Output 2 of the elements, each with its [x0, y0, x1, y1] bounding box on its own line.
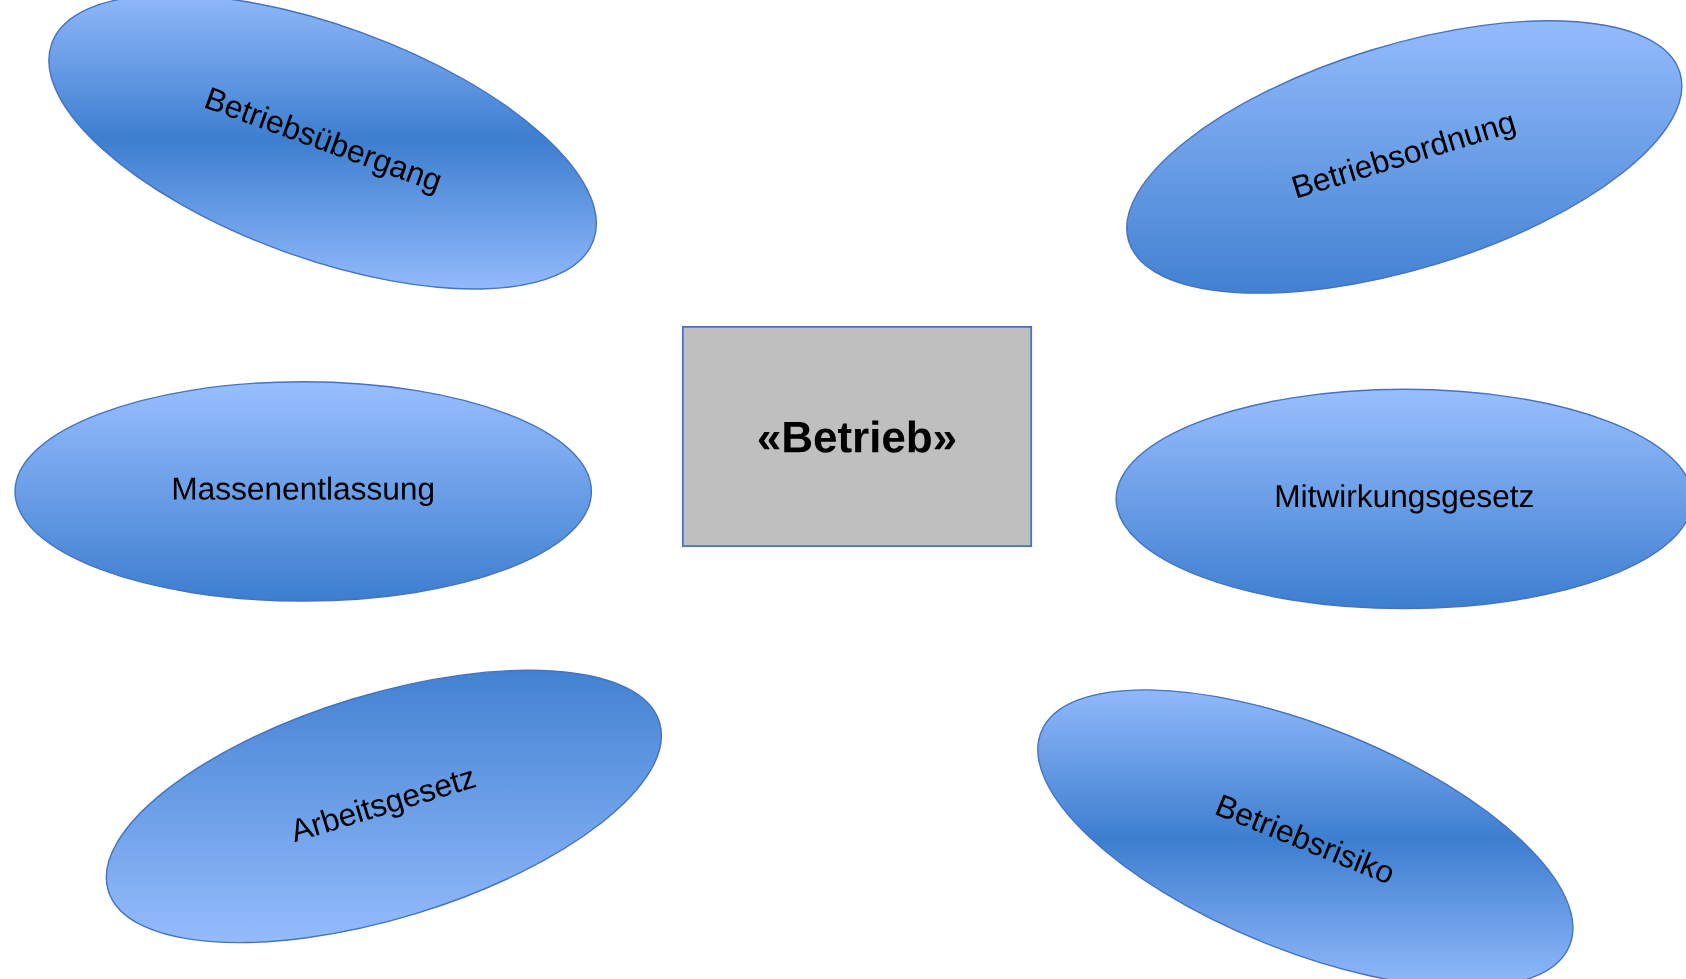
ellipse-node: Massenentlassung: [14, 381, 593, 602]
center-box: «Betrieb»: [681, 326, 1033, 548]
